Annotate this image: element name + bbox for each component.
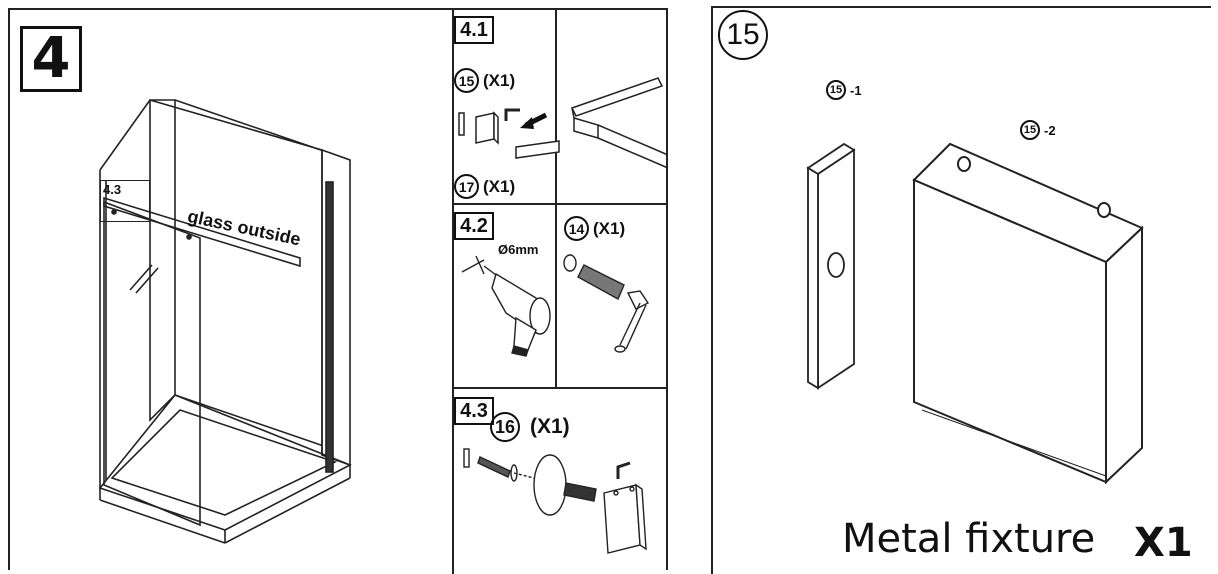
- part-number-circle: 14: [564, 216, 589, 241]
- part-number: 14: [568, 220, 585, 237]
- part-number-circle: 15: [454, 68, 479, 93]
- part-quantity: (X1): [593, 218, 626, 238]
- part-number-circle: 15: [1020, 120, 1040, 140]
- metal-fixture-plate-illustration: [806, 142, 856, 390]
- part-quantity: (X1): [483, 70, 516, 90]
- part-number-circle: 17: [454, 174, 479, 199]
- sub-part-2-label: 15 -2: [1020, 120, 1056, 140]
- substep-divider-vertical: [452, 8, 454, 574]
- substep-divider-mid1: [555, 8, 557, 203]
- part-number-badge: 15: [718, 10, 768, 60]
- substep-4-3-label: 4.3: [460, 399, 488, 422]
- step-number: 4: [31, 26, 71, 91]
- part-detail-panel: [711, 6, 1211, 574]
- part-14-callout: 14 (X1): [564, 216, 625, 241]
- rail-detail-illustration: [570, 77, 669, 169]
- drill-illustration: [461, 255, 551, 357]
- part-quantity: (X1): [483, 176, 516, 196]
- part-number: 15: [726, 18, 760, 51]
- part-number: 15: [1023, 124, 1037, 136]
- part-17-callout: 17 (X1): [454, 174, 515, 199]
- sub-part-1-label: 15 -1: [826, 80, 862, 100]
- screw-fixing-illustration: [463, 448, 647, 554]
- substep-4-1-label-box: 4.1: [454, 16, 494, 44]
- sub-part-suffix: -1: [850, 82, 862, 98]
- substep-4-2-label-box: 4.2: [454, 212, 494, 240]
- sub-part-suffix: -2: [1044, 122, 1056, 138]
- shower-enclosure-illustration: [98, 99, 352, 544]
- substep-divider-h1: [452, 203, 668, 205]
- part-quantity-label: X1: [1134, 520, 1193, 566]
- substep-4-3-label-box: 4.3: [454, 397, 494, 425]
- part-caption: Metal fixture: [842, 516, 1096, 562]
- part-number: 15: [458, 72, 475, 89]
- drill-size-label: Ø6mm: [498, 242, 539, 257]
- part-16-callout: 16 (X1): [490, 412, 570, 442]
- part-number: 15: [829, 84, 843, 96]
- step-number-box: 4: [20, 26, 82, 92]
- assembly-step-panel: [8, 8, 668, 570]
- substep-4-1-label: 4.1: [460, 18, 488, 41]
- wall-plug-illustration: [563, 254, 650, 353]
- part-number-circle: 15: [826, 80, 846, 100]
- substep-4-2-label: 4.2: [460, 214, 488, 237]
- substep-divider-h2: [452, 387, 668, 389]
- part-number: 17: [458, 178, 475, 195]
- substep-divider-mid2: [555, 205, 557, 387]
- bracket-insert-illustration: [458, 108, 560, 159]
- callout-box: 4.3: [100, 180, 150, 222]
- part-15-callout: 15 (X1): [454, 68, 515, 93]
- callout-label: 4.3: [103, 182, 122, 197]
- part-number-circle: 16: [490, 412, 520, 442]
- metal-fixture-box-illustration: [912, 142, 1144, 485]
- part-number: 16: [494, 416, 516, 437]
- part-quantity: (X1): [530, 415, 570, 438]
